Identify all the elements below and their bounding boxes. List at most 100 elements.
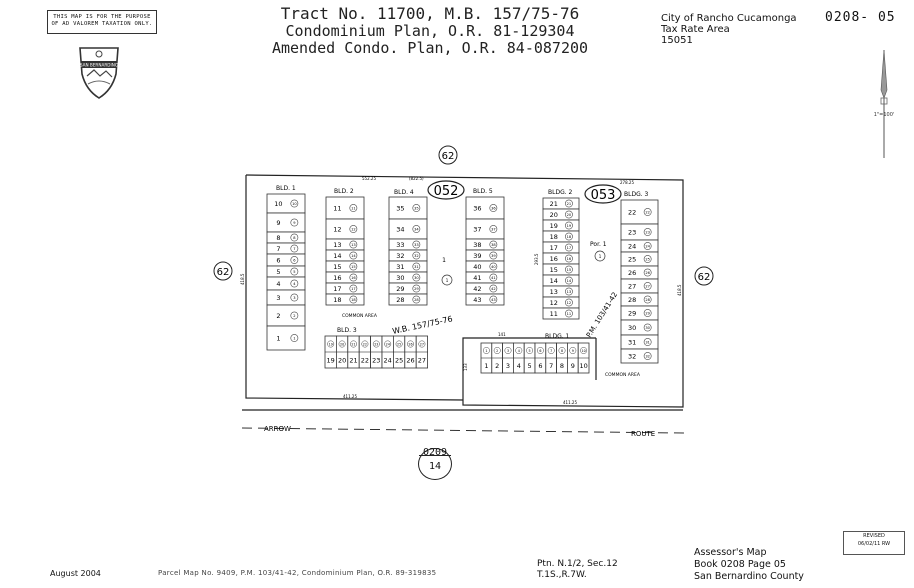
tax-rate-area-label: Tax Rate Area <box>661 24 730 35</box>
unit-number: 25 <box>628 256 636 264</box>
unit-number: 43 <box>473 296 481 304</box>
unit-circle-number: 16 <box>567 257 572 261</box>
disclaimer-line-2: OF AD VALOREM TAXATION ONLY. <box>51 21 153 27</box>
unit-circle-number: 17 <box>351 287 356 291</box>
unit-number: 7 <box>549 362 553 370</box>
unit-number: 23 <box>372 357 380 365</box>
unit-number: 3 <box>276 294 280 302</box>
por-1-circle: 1 <box>594 250 606 262</box>
bld2_units-unit-13: 13 13 <box>325 238 365 251</box>
page-052-badge: 052 <box>427 180 465 200</box>
bldg3_units-unit-23: 23 23 <box>620 223 659 241</box>
unit-circle-number: 40 <box>491 265 496 269</box>
unit-circle-number: 32 <box>414 254 419 258</box>
lot-1-circle-label: 1 <box>446 278 449 283</box>
unit-number: 19 <box>327 357 335 365</box>
assessor-map-label: Assessor's Map <box>694 547 767 558</box>
unit-number: 18 <box>550 233 558 241</box>
unit-circle-number: 20 <box>567 213 572 217</box>
unit-number: 18 <box>333 296 341 304</box>
unit-circle-number: 21 <box>567 202 572 206</box>
unit-number: 5 <box>528 362 532 370</box>
unit-circle-number: 1 <box>293 337 295 341</box>
unit-number: 23 <box>628 229 636 237</box>
unit-number: 6 <box>538 362 542 370</box>
street-route: ROUTE <box>631 430 655 438</box>
common-area-west: COMMON AREA <box>342 313 378 319</box>
unit-circle-number: 43 <box>491 298 496 302</box>
unit-number: 8 <box>560 362 564 370</box>
unit-number: 3 <box>506 362 510 370</box>
unit-circle-number: 14 <box>351 254 356 258</box>
unit-number: 31 <box>628 339 636 347</box>
unit-number: 42 <box>473 285 481 293</box>
revised-label: REVISED <box>863 533 885 539</box>
unit-number: 8 <box>276 234 280 242</box>
tract-title: Tract No. 11700, M.B. 157/75-76 <box>280 4 580 23</box>
north-arrow-icon: 1"=100' <box>874 50 894 158</box>
unit-circle-number: 25 <box>397 342 401 346</box>
unit-number: 29 <box>628 310 636 318</box>
unit-circle-number: 16 <box>351 276 356 280</box>
dim-mid-bottom: 141 <box>498 332 506 337</box>
parcel-62-north: 62 <box>438 145 458 165</box>
unit-number: 9 <box>571 362 575 370</box>
unit-number: 16 <box>550 255 558 263</box>
map-number: 0208- 05 <box>825 10 896 25</box>
revised-date: 06/02/11 RW <box>857 541 891 547</box>
unit-circle-number: 9 <box>293 221 296 225</box>
unit-number: 31 <box>396 263 404 271</box>
unit-circle-number: 9 <box>572 349 574 353</box>
svg-text:62: 62 <box>698 272 711 283</box>
map-ref-book: 0209 <box>422 447 448 458</box>
unit-number: 32 <box>628 353 636 361</box>
bldg1_units-unit-4: 44 <box>513 342 525 374</box>
unit-circle-number: 24 <box>386 342 390 346</box>
unit-number: 11 <box>550 310 558 318</box>
unit-circle-number: 34 <box>414 228 419 232</box>
unit-circle-number: 36 <box>491 207 496 211</box>
unit-number: 33 <box>396 241 404 249</box>
unit-circle-number: 5 <box>293 270 295 274</box>
unit-number: 13 <box>333 241 341 249</box>
bld5_units-unit-43: 43 43 <box>465 293 505 306</box>
unit-circle-number: 23 <box>645 231 650 235</box>
unit-circle-number: 13 <box>351 243 356 247</box>
county-seal-icon: SAN BERNARDINO <box>79 47 119 99</box>
unit-number: 27 <box>628 283 636 291</box>
unit-circle-number: 39 <box>491 254 496 258</box>
dim-vertical-center: 133 <box>463 363 468 371</box>
unit-circle-number: 29 <box>645 312 650 316</box>
por-1-circle-label: 1 <box>599 254 602 259</box>
unit-number: 14 <box>550 277 558 285</box>
unit-circle-number: 4 <box>293 282 296 286</box>
unit-circle-number: 22 <box>645 211 650 215</box>
svg-text:053: 053 <box>591 188 616 203</box>
